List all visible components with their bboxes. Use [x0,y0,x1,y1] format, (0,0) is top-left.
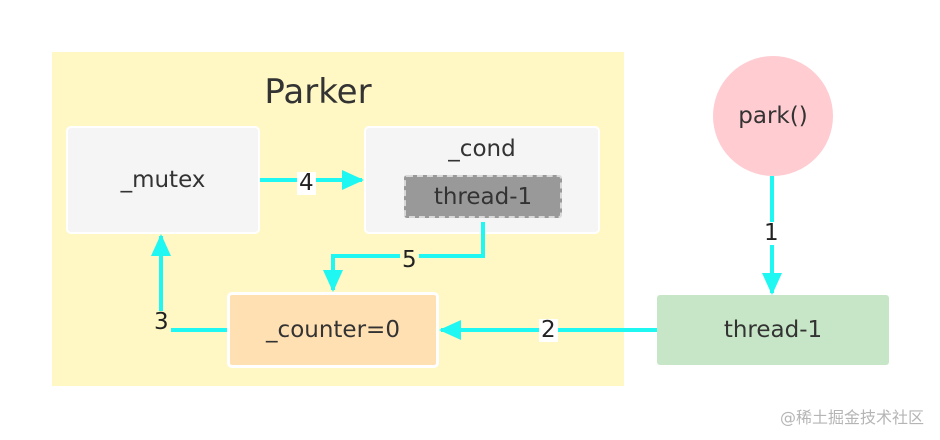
parker-title: Parker [264,72,372,112]
cond-thread-node: thread-1 [404,175,562,218]
edge-2-label: 2 [539,317,558,343]
edge-3-label: 3 [152,309,171,335]
edge-4-label: 4 [297,170,316,196]
thread-node: thread-1 [657,295,889,365]
cond-label: _cond [448,136,516,162]
edge-5-label: 5 [400,247,419,273]
watermark: @稀土掘金技术社区 [779,408,924,427]
counter-node: _counter=0 [227,292,439,368]
edge-1-label: 1 [762,220,781,246]
mutex-node: _mutex [66,126,260,234]
edge-3-arrow [151,234,227,332]
park-node: park() [713,56,833,176]
